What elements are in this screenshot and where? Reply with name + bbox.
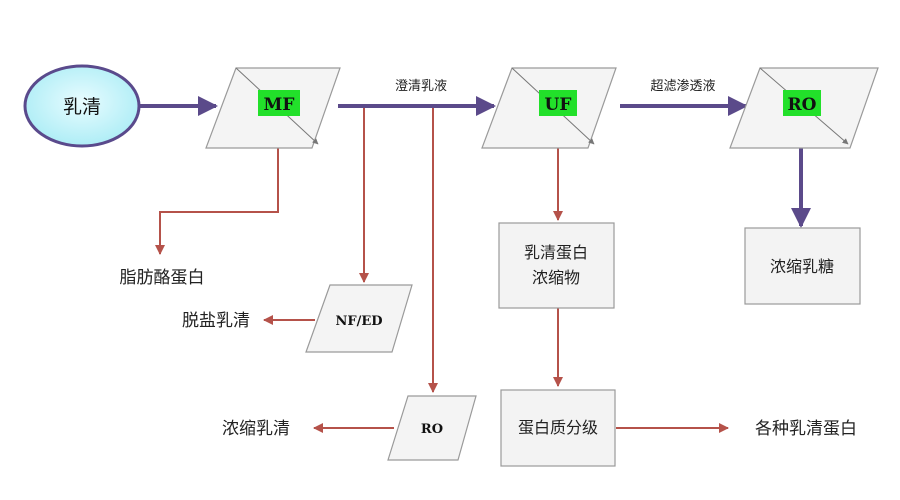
node-whey[interactable]: 乳清 — [23, 64, 141, 148]
output-concentrated-whey: 浓缩乳清 — [222, 419, 290, 439]
node-lactose[interactable]: 浓缩乳糖 — [744, 227, 861, 305]
node-ro-top[interactable]: RO — [729, 67, 879, 149]
node-uf[interactable]: UF — [481, 67, 617, 149]
node-wpc[interactable]: 乳清蛋白 浓缩物 — [498, 222, 615, 309]
node-fractionation-label: 蛋白质分级 — [518, 418, 598, 437]
edge-mf-to-fat-protein — [155, 148, 279, 255]
node-wpc-line2: 浓缩物 — [532, 268, 580, 287]
node-ro-bottom[interactable]: RO — [387, 395, 477, 461]
node-mf-label: MF — [264, 95, 295, 115]
node-whey-label: 乳清 — [63, 96, 101, 118]
node-ro-top-label: RO — [788, 95, 817, 115]
edge-label-uf-permeate: 超滤渗透液 — [650, 79, 715, 94]
output-demineralized-whey: 脱盐乳清 — [182, 311, 250, 331]
edge-label-clear-whey: 澄清乳液 — [395, 79, 447, 94]
node-uf-highlight — [539, 90, 577, 116]
node-nf-ed-label: NF/ED — [335, 314, 382, 329]
node-wpc-line1: 乳清蛋白 — [524, 243, 588, 262]
node-ro-top-highlight — [783, 90, 821, 116]
node-uf-label: UF — [545, 95, 572, 115]
node-mf-highlight — [258, 90, 300, 116]
node-mf[interactable]: MF — [205, 67, 341, 149]
node-nf-ed[interactable]: NF/ED — [305, 284, 413, 353]
output-whey-proteins: 各种乳清蛋白 — [755, 419, 857, 439]
output-fat-protein: 脂肪酪蛋白 — [120, 268, 205, 288]
node-fractionation[interactable]: 蛋白质分级 — [500, 389, 616, 467]
node-ro-bottom-label: RO — [421, 422, 443, 437]
node-lactose-label: 浓缩乳糖 — [770, 257, 834, 276]
